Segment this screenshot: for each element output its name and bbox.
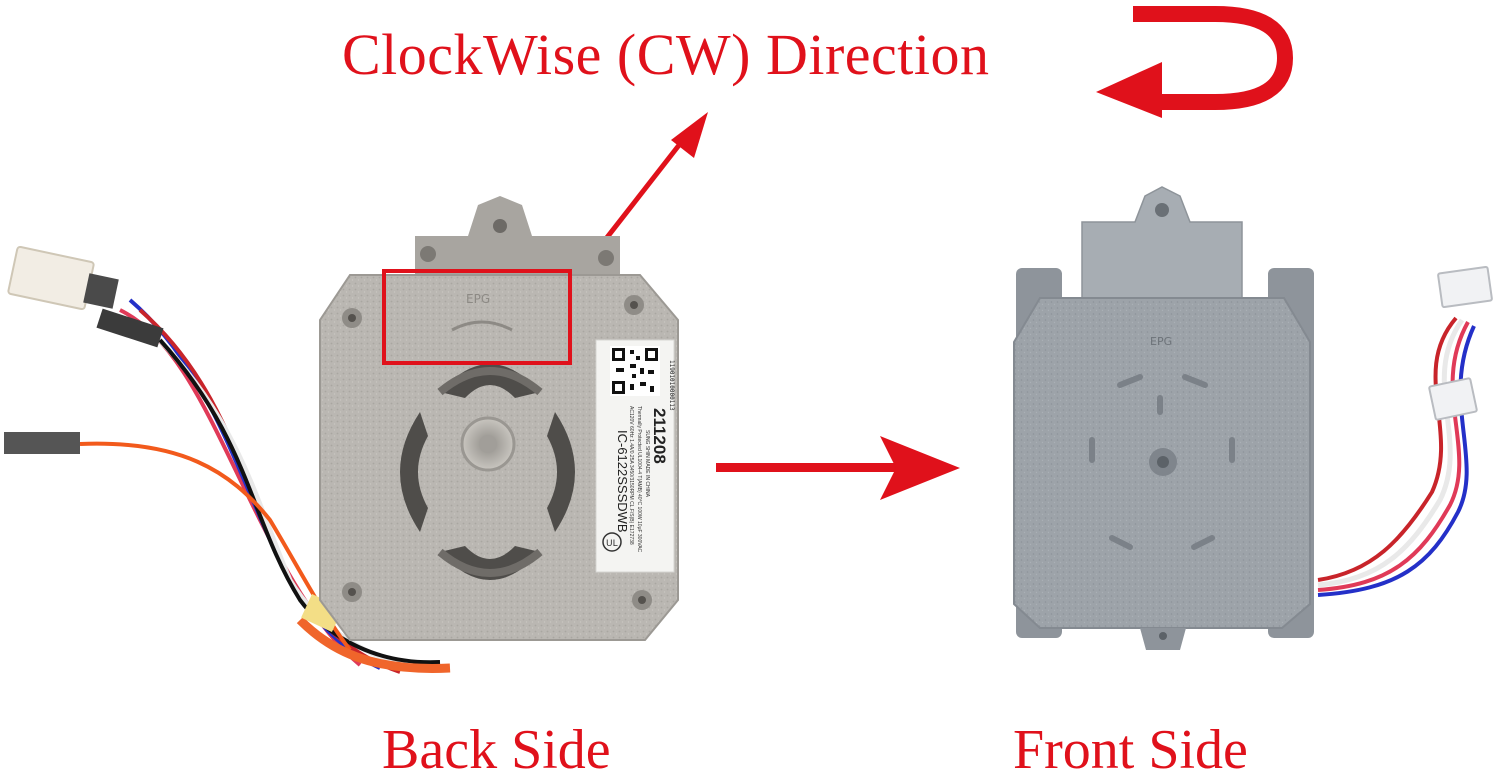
back-side-label: Back Side [382, 719, 611, 781]
connector-black [96, 308, 164, 348]
label-serial: 11901010000113 [668, 360, 675, 411]
connector-white [1437, 265, 1493, 309]
clockwise-arrow-icon [1096, 6, 1294, 118]
svg-text:EPG: EPG [1150, 335, 1172, 348]
motor-front-side: EPG [1013, 186, 1314, 650]
label-spec-2: Thermally Protected UL1004-4 T(AMB) 40°C… [636, 406, 642, 553]
connector-gray [4, 432, 80, 454]
screw-icon [342, 295, 652, 610]
label-date-code: 211208 [650, 408, 669, 464]
svg-text:UL: UL [606, 539, 618, 549]
direction-title: ClockWise (CW) Direction [342, 22, 990, 87]
right-arrow-icon [716, 436, 960, 500]
label-made-in: SUNG SHIN MADE IN CHINA [644, 430, 650, 498]
connector-white [1428, 377, 1478, 421]
connector-white [7, 245, 119, 311]
front-side-label: Front Side [1013, 719, 1248, 781]
ul-mark-icon: UL [602, 532, 622, 552]
svg-text:EPG: EPG [466, 292, 490, 306]
label-spec-1: AC120V 60Hz 1.4A/0.25A 3450/3150RPM CL.F… [628, 406, 634, 545]
motor-back-side: EPG [319, 196, 679, 641]
label-model: IC-6122SSSDWB [615, 430, 630, 533]
wire-harness-front [1317, 265, 1493, 597]
qr-code-icon [610, 346, 660, 396]
highlight-box [382, 269, 572, 365]
product-label: UL 11901010000113 211208 IC-6122SSSDWB A… [595, 339, 675, 573]
wire-harness-back [4, 245, 451, 674]
